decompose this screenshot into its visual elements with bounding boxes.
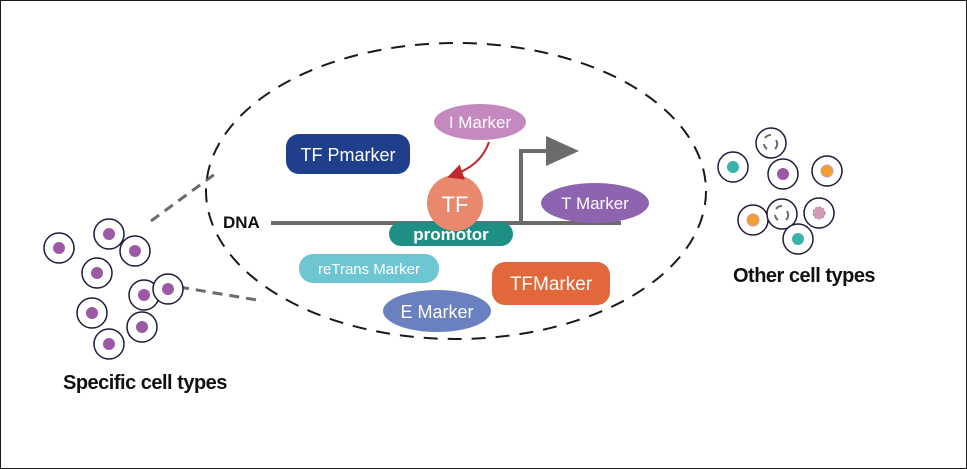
other-cell-types-label: Other cell types bbox=[733, 265, 875, 287]
regulation-arrow-icon bbox=[447, 141, 490, 180]
cell-icon bbox=[717, 151, 749, 183]
cell-icon bbox=[803, 197, 835, 229]
svg-text:E Marker: E Marker bbox=[400, 302, 473, 322]
dna-label: DNA bbox=[223, 213, 260, 232]
tf-pmarker-label: TF Pmarker bbox=[286, 134, 410, 174]
e-marker-label: E Marker bbox=[383, 290, 491, 332]
i-marker-label: I Marker bbox=[434, 104, 526, 140]
tfmarker-label: TFMarker bbox=[492, 262, 610, 305]
cell-icon bbox=[811, 155, 843, 187]
svg-text:TF: TF bbox=[442, 192, 469, 217]
specific-cell-cluster bbox=[43, 218, 184, 360]
svg-text:TF Pmarker: TF Pmarker bbox=[300, 145, 395, 165]
cell-icon bbox=[43, 232, 75, 264]
cell-icon bbox=[755, 127, 787, 159]
zoom-ellipse bbox=[205, 42, 707, 340]
cell-icon bbox=[119, 235, 151, 267]
cell-icon bbox=[782, 223, 814, 255]
cell-icon bbox=[126, 311, 158, 343]
cell-icon bbox=[128, 279, 160, 311]
cell-icon bbox=[152, 273, 184, 305]
svg-text:I Marker: I Marker bbox=[449, 113, 512, 132]
cell-icon bbox=[76, 297, 108, 329]
svg-text:T Marker: T Marker bbox=[561, 194, 629, 213]
cell-icon bbox=[93, 218, 125, 250]
zoom-connector-bottom bbox=[178, 285, 264, 303]
cell-icon bbox=[766, 198, 798, 230]
tf-node: TF bbox=[427, 175, 483, 231]
cell-icon bbox=[767, 158, 799, 190]
specific-cell-types-label: Specific cell types bbox=[63, 372, 227, 394]
t-marker-label: T Marker bbox=[541, 183, 649, 223]
cell-icon bbox=[737, 204, 769, 236]
retrans-marker-label: reTrans Marker bbox=[299, 254, 439, 283]
svg-text:reTrans Marker: reTrans Marker bbox=[318, 261, 420, 278]
svg-text:TFMarker: TFMarker bbox=[510, 274, 593, 295]
transcription-arrow-icon bbox=[519, 136, 579, 223]
zoom-connector-top bbox=[150, 169, 220, 223]
cell-icon bbox=[93, 328, 125, 360]
promotor-label: promotor bbox=[389, 222, 513, 246]
other-cell-cluster bbox=[717, 127, 843, 255]
cell-icon bbox=[81, 257, 113, 289]
svg-text:promotor: promotor bbox=[413, 225, 489, 244]
